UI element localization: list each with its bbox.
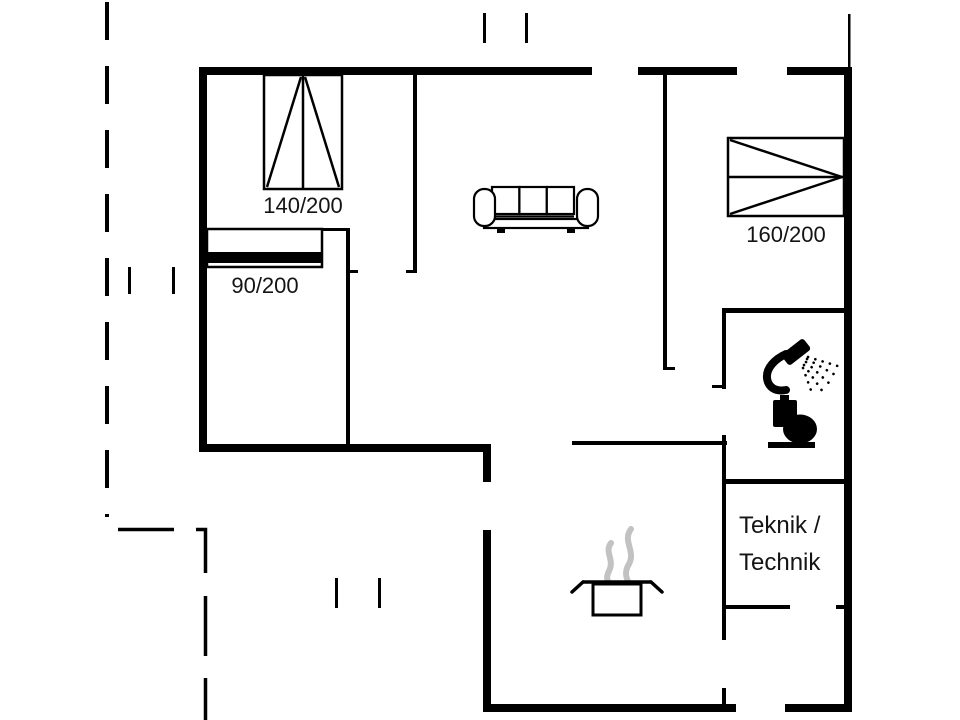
opening-tick: [378, 578, 381, 608]
wall-right: [844, 67, 852, 712]
wall-mid-vertical-lower: [483, 530, 491, 712]
toilet-base: [768, 442, 815, 448]
wall-bottom-b: [785, 704, 852, 712]
shower-arm: [762, 350, 790, 395]
room-label-line1: Teknik /: [739, 512, 821, 539]
technical-room-label: Teknik / Technik: [739, 512, 821, 576]
exterior-walls: [199, 14, 852, 712]
sofa-base: [482, 217, 590, 230]
spray-ray: [802, 363, 825, 394]
bed-size-label: 140/200: [263, 193, 343, 218]
shower-head: [781, 339, 811, 365]
opening-tick: [172, 267, 175, 294]
wall-technical-bottom-b: [836, 605, 845, 609]
toilet-button: [780, 395, 789, 401]
door-jamb: [712, 385, 726, 388]
wall-technical-top: [722, 479, 845, 484]
bed-duvet-line: [729, 175, 843, 216]
wall-left-section-bottom: [199, 444, 490, 452]
bed-90-symbol: [205, 227, 324, 269]
opening-tick: [128, 267, 131, 294]
wall-right-thin-extension: [848, 14, 851, 67]
sofa-icon: [472, 185, 600, 233]
bed-size-label: 160/200: [746, 222, 826, 247]
wall-mid-vertical-upper: [483, 444, 491, 482]
bed-size-label: 90/200: [231, 273, 298, 298]
door-jamb: [406, 270, 417, 273]
bed-140-symbol: [262, 73, 344, 191]
dashed-corner: [196, 527, 208, 573]
wall-bathroom-top: [722, 308, 845, 313]
bed-160-symbol: [726, 136, 846, 218]
wall-technical-bottom-a: [726, 605, 790, 609]
wall-top-b: [638, 67, 737, 75]
opening-tick: [335, 578, 338, 608]
wall-bottom-a: [483, 704, 736, 712]
sofa-cushion: [490, 185, 521, 216]
sofa-cushion: [518, 185, 548, 216]
wall-kitchen: [572, 441, 727, 445]
opening-ticks: [128, 13, 528, 608]
pot-handle: [570, 580, 585, 594]
spray-ray: [804, 360, 833, 387]
toilet-icon: [768, 395, 817, 448]
wall-left: [199, 67, 207, 452]
wall-bedroom2-left: [663, 75, 667, 370]
opening-tick: [483, 13, 486, 43]
shower-icon: [762, 339, 843, 398]
door-jamb: [347, 270, 358, 273]
steam-wisp: [604, 540, 614, 586]
bed-duvet-line: [303, 76, 341, 188]
steam-icon: [604, 526, 634, 586]
room-label-line2: Technik: [739, 549, 821, 576]
plot-boundary-dashed: [105, 2, 208, 720]
wall-bathroom-left-foot: [722, 688, 726, 706]
bed-frame-band: [207, 252, 322, 263]
opening-tick: [525, 13, 528, 43]
sofa-arm: [472, 187, 497, 228]
wall-hall-left: [346, 228, 350, 444]
wall-bedroom1-right: [413, 75, 417, 273]
sofa-foot: [497, 228, 505, 233]
wall-top-c: [787, 67, 852, 75]
wall-bathroom-left-lower: [722, 435, 726, 640]
bed-duvet-line: [265, 76, 303, 188]
bed-duvet-line: [729, 138, 843, 179]
sofa-foot: [567, 228, 575, 233]
cooking-pot-icon: [570, 526, 664, 617]
sofa-cushion: [545, 185, 576, 216]
wall-top-a: [199, 67, 592, 75]
sofa-arm: [575, 187, 600, 228]
spray-ray: [801, 366, 815, 398]
pot-body: [591, 582, 643, 617]
steam-wisp: [623, 526, 634, 586]
pot-handle: [649, 580, 664, 594]
door-jamb: [663, 367, 675, 370]
shower-spray: [801, 355, 843, 398]
wall-bathroom-left-upper: [722, 310, 726, 389]
toilet-bowl: [783, 414, 817, 444]
